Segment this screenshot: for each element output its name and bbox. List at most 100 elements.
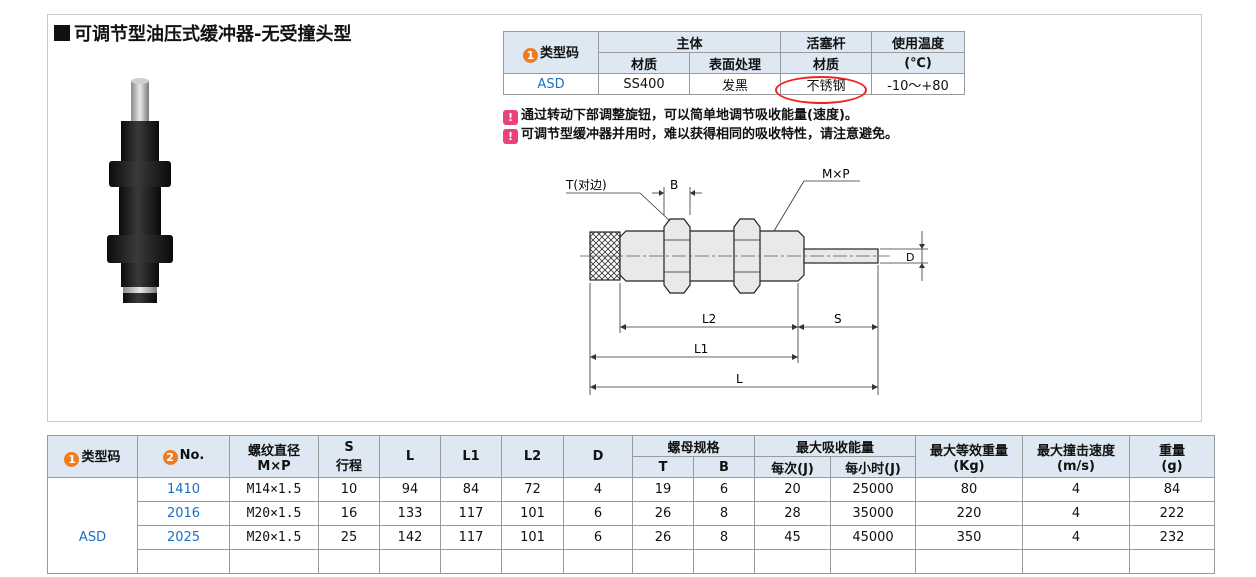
eq-weight-header: 最大等效重量(Kg)	[915, 435, 1023, 478]
energy-hour-cell: 25000	[830, 477, 916, 502]
energy-hour-header: 每小时(J)	[830, 456, 916, 478]
eq-weight-cell: 80	[915, 477, 1023, 502]
temp-header: 使用温度	[871, 31, 965, 53]
thread-cell: M20×1.5	[229, 501, 319, 526]
l1-cell: 117	[440, 501, 502, 526]
stroke-cell: 25	[318, 525, 380, 550]
spec-no-value[interactable]: 2016	[137, 501, 230, 526]
l-header: L	[379, 435, 441, 478]
d-cell: 4	[563, 477, 633, 502]
label-d: D	[906, 251, 914, 264]
energy-each-cell: 28	[754, 501, 831, 526]
speed-cell: 4	[1022, 477, 1130, 502]
nut-b-cell: 6	[693, 477, 755, 502]
note-item: !可调节型缓冲器并用时，难以获得相同的吸收特性，请注意避免。	[503, 125, 898, 144]
spec-type-value: ASD	[47, 477, 138, 574]
l1-cell: 117	[440, 525, 502, 550]
label-l2: L2	[702, 312, 716, 326]
d-cell: 6	[563, 501, 633, 526]
body-material-value: SS400	[598, 73, 690, 95]
table-row	[48, 549, 1215, 574]
piston-material-label: 材质	[780, 52, 872, 74]
l-cell: 142	[379, 525, 441, 550]
body-header: 主体	[598, 31, 781, 53]
mass-header: 重量(g)	[1129, 435, 1215, 478]
table-row: ASD 1410 M14×1.5 10 94 84 72 4 19 6 20 2…	[47, 477, 1215, 574]
energy-hour-cell: 45000	[830, 525, 916, 550]
stroke-cell: 10	[318, 477, 380, 502]
spec-no-value[interactable]: 1410	[137, 477, 230, 502]
warning-icon: !	[503, 129, 518, 144]
nut-t-cell: 26	[632, 501, 694, 526]
highlight-ring	[775, 76, 867, 104]
square-bullet-icon	[54, 25, 70, 41]
piston-header: 活塞杆	[780, 31, 872, 53]
spec-no-value[interactable]: 2025	[137, 525, 230, 550]
energy-each-cell: 45	[754, 525, 831, 550]
warning-icon: !	[503, 110, 518, 125]
mass-cell: 222	[1129, 501, 1215, 526]
l2-cell: 72	[501, 477, 564, 502]
nut-t-header: T	[632, 456, 694, 478]
d-cell: 6	[563, 525, 633, 550]
material-label: 材质	[598, 52, 690, 74]
speed-cell: 4	[1022, 525, 1130, 550]
marker-1-icon: 1	[64, 452, 80, 467]
notes: !通过转动下部调整旋钮，可以简单地调节吸收能量(速度)。 !可调节型缓冲器并用时…	[503, 106, 898, 144]
label-s: S	[834, 312, 842, 326]
temp-unit: (℃)	[871, 52, 965, 74]
label-t: T(对边)	[565, 178, 607, 192]
l1-header: L1	[440, 435, 502, 478]
label-b: B	[670, 178, 678, 192]
l1-cell: 84	[440, 477, 502, 502]
nut-t-cell: 26	[632, 525, 694, 550]
nut-b-header: B	[693, 456, 755, 478]
speed-header: 最大撞击速度(m/s)	[1022, 435, 1130, 478]
speed-cell: 4	[1022, 501, 1130, 526]
material-type-value: ASD	[503, 73, 599, 95]
l-cell: 94	[379, 477, 441, 502]
eq-weight-cell: 220	[915, 501, 1023, 526]
l2-cell: 101	[501, 501, 564, 526]
note-item: !通过转动下部调整旋钮，可以简单地调节吸收能量(速度)。	[503, 106, 898, 125]
marker-1-icon: 1	[522, 48, 538, 63]
energy-each-cell: 20	[754, 477, 831, 502]
mass-cell: 232	[1129, 525, 1215, 550]
energy-each-header: 每次(J)	[754, 456, 831, 478]
marker-2-icon: 2	[162, 450, 178, 465]
l2-cell: 101	[501, 525, 564, 550]
label-mp: M×P	[822, 167, 850, 181]
nut-header: 螺母规格	[632, 435, 755, 457]
page-title-text: 可调节型油压式缓冲器-无受撞头型	[74, 24, 352, 45]
l2-header: L2	[501, 435, 564, 478]
thread-cell: M14×1.5	[229, 477, 319, 502]
label-l1: L1	[694, 342, 708, 356]
eq-weight-cell: 350	[915, 525, 1023, 550]
thread-cell: M20×1.5	[229, 525, 319, 550]
label-l: L	[736, 372, 743, 386]
nut-b-cell: 8	[693, 525, 755, 550]
surface-value: 发黑	[689, 73, 781, 95]
nut-t-cell: 19	[632, 477, 694, 502]
table-row: 2016 M20×1.5 16 133 117 101 6 26 8 28 35…	[48, 501, 1215, 526]
table-row: 2025 M20×1.5 25 142 117 101 6 26 8 45 45…	[48, 525, 1215, 550]
energy-header: 最大吸收能量	[754, 435, 916, 457]
stroke-cell: 16	[318, 501, 380, 526]
mass-cell: 84	[1129, 477, 1215, 502]
technical-drawing: B T(对边) M×P D L2 S L1 L	[565, 167, 928, 395]
surface-label: 表面处理	[689, 52, 781, 74]
l-cell: 133	[379, 501, 441, 526]
temp-value: -10～+80	[871, 73, 965, 95]
energy-hour-cell: 35000	[830, 501, 916, 526]
product-photo	[107, 78, 173, 303]
d-header: D	[563, 435, 633, 478]
page-title: 可调节型油压式缓冲器-无受撞头型	[54, 20, 351, 46]
nut-b-cell: 8	[693, 501, 755, 526]
